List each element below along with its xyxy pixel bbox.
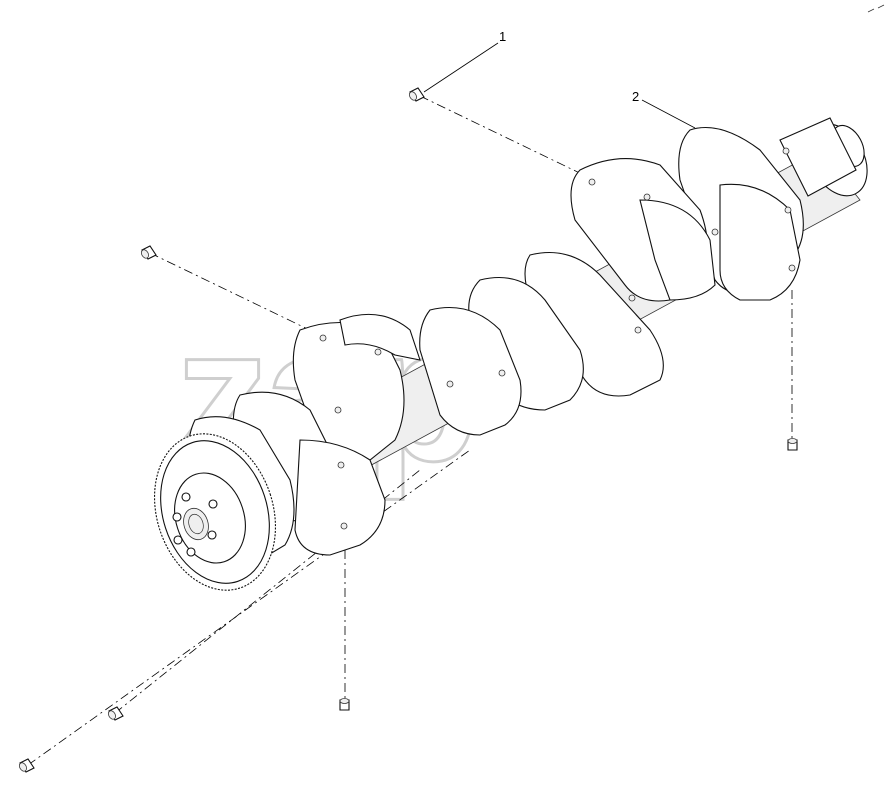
corner-mark — [867, 4, 885, 13]
plug-bottom-left — [19, 758, 35, 773]
crankshaft — [154, 117, 868, 591]
plug-top — [409, 87, 425, 102]
plug-right — [787, 438, 798, 451]
callout-1: 1 — [423, 29, 506, 93]
plug-bottom — [339, 698, 350, 711]
crankshaft-gear — [154, 433, 276, 591]
plug-lower-left — [108, 706, 124, 721]
callout-1-label: 1 — [499, 29, 506, 44]
callout-2-label: 2 — [632, 89, 639, 104]
plugs — [19, 87, 798, 773]
callout-2: 2 — [632, 89, 696, 129]
oil-holes — [319, 147, 796, 530]
callout-1-leader — [423, 42, 499, 93]
plug-left — [141, 245, 157, 260]
crankshaft-nose — [779, 117, 868, 197]
crank-webs — [187, 126, 804, 561]
callout-2-leader — [641, 99, 696, 129]
